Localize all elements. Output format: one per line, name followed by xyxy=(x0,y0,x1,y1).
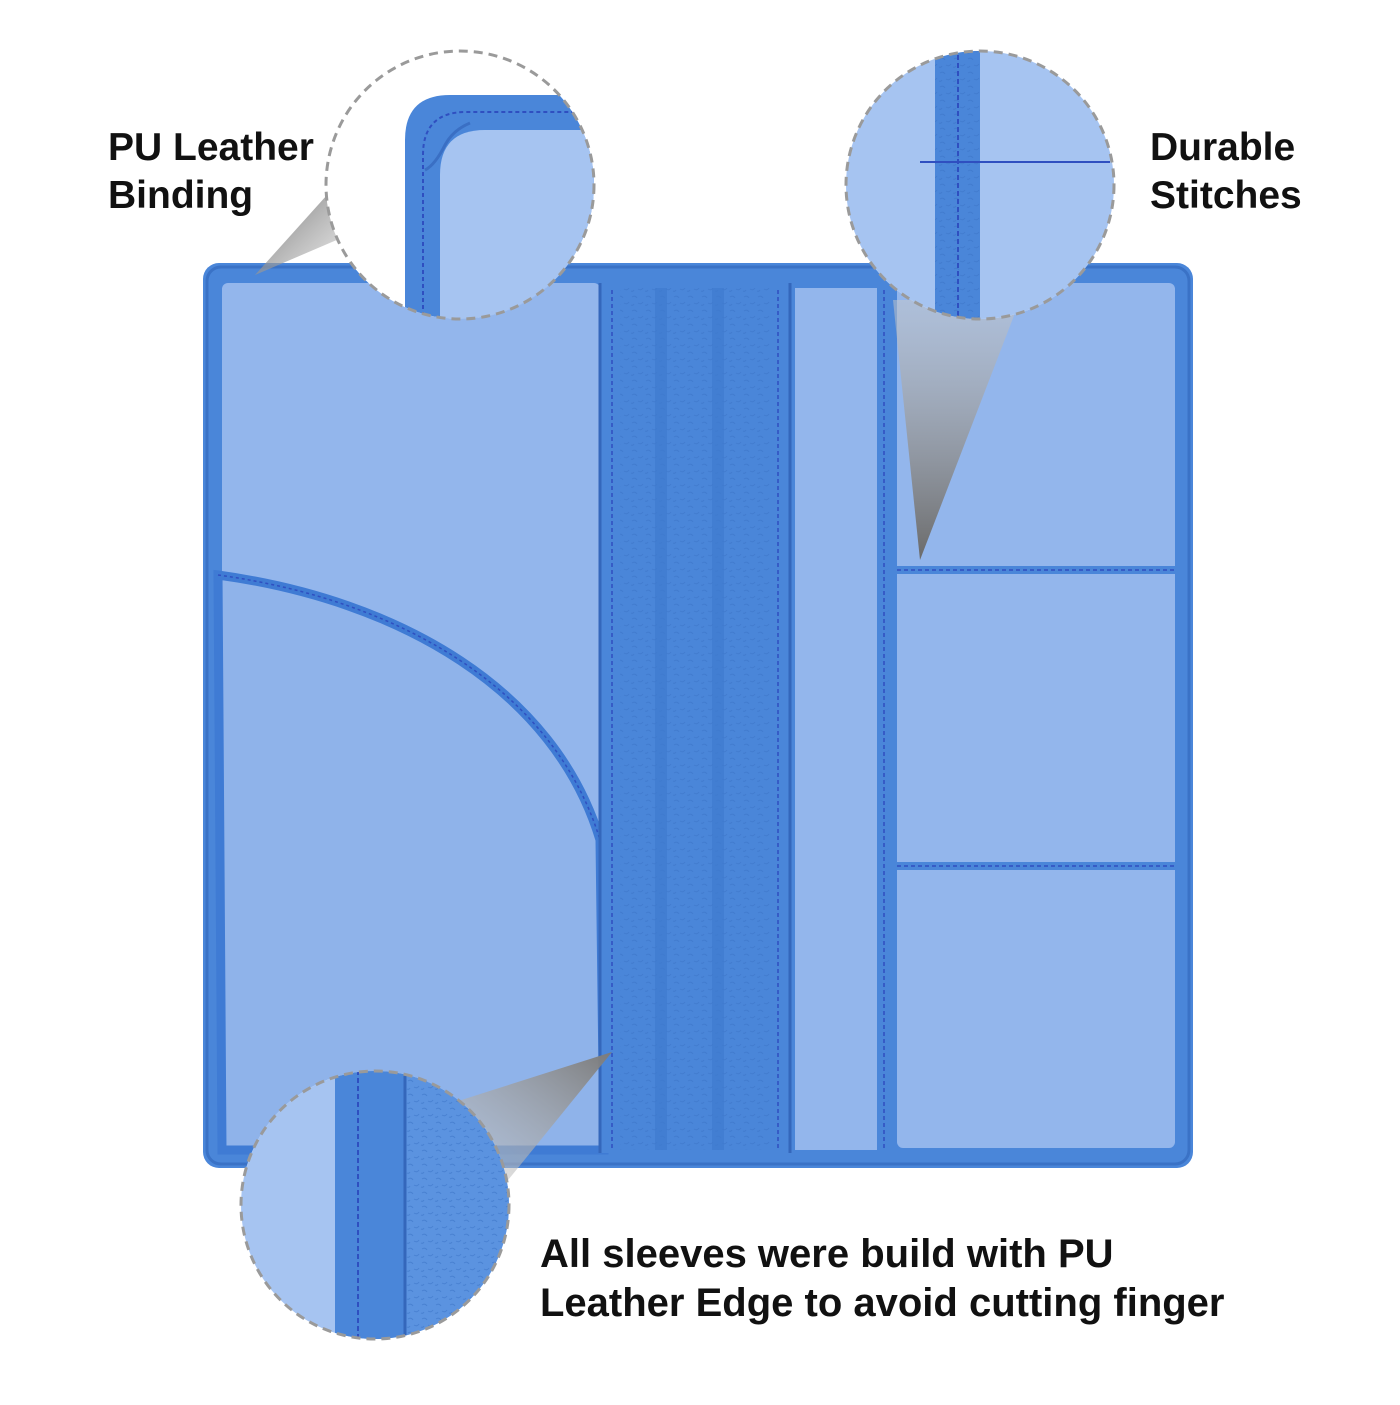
spine xyxy=(598,283,792,1153)
zoom-stitches xyxy=(844,49,1116,321)
narrow-sleeve xyxy=(795,283,897,1153)
right-panel xyxy=(897,283,1175,1148)
stitches-pointer xyxy=(893,300,1020,560)
zoom-binding xyxy=(324,49,596,321)
binding-callout-line2: Binding xyxy=(108,173,254,217)
sleeves-callout: All sleeves were build with PU Leather E… xyxy=(540,1230,1225,1328)
sleeves-callout-line1: All sleeves were build with PU xyxy=(540,1232,1114,1276)
curved-pocket-stitch xyxy=(217,574,601,841)
binding-callout: PU Leather Binding xyxy=(108,124,314,219)
binding-callout-line1: PU Leather xyxy=(108,126,314,169)
sleeves-callout-line2: Leather Edge to avoid cutting finger xyxy=(540,1280,1225,1325)
stitches-callout-line2: Stitches xyxy=(1150,173,1302,217)
stitches-callout-line1: Durable xyxy=(1150,126,1296,169)
stitches-callout: Durable Stitches xyxy=(1150,124,1302,219)
left-panel xyxy=(213,283,609,1155)
